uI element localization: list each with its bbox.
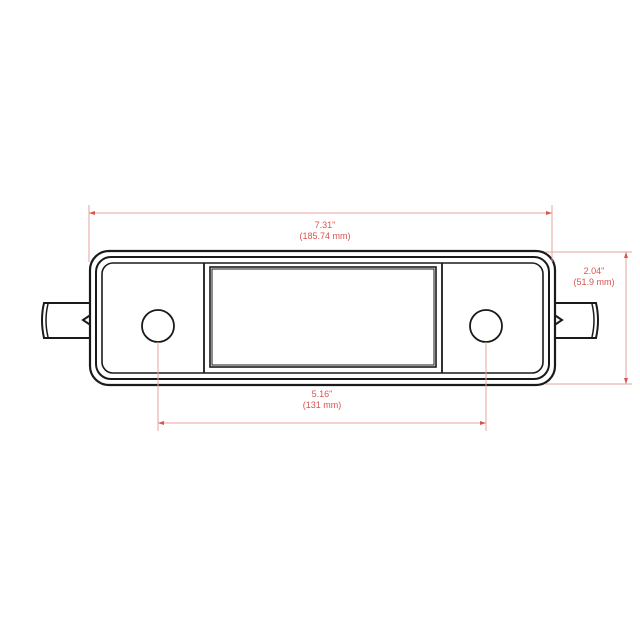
inner-bezel	[95, 256, 550, 380]
width-imperial: 7.31"	[314, 220, 336, 230]
display-window	[209, 266, 437, 368]
spacing-arrow-right	[480, 421, 486, 425]
spacing-arrow-left	[158, 421, 164, 425]
hole-spacing-label: 5.16" (131 mm)	[272, 389, 372, 411]
width-dimension-label: 7.31" (185.74 mm)	[275, 220, 375, 242]
height-arrow-top	[624, 252, 628, 258]
height-dimension-label: 2.04" (51.9 mm)	[564, 266, 624, 288]
display-window-inner	[211, 268, 435, 366]
right-mounting-hole	[469, 309, 503, 343]
width-metric: (185.74 mm)	[299, 231, 351, 241]
height-imperial: 2.04"	[583, 266, 605, 276]
spacing-imperial: 5.16"	[311, 389, 333, 399]
right-mounting-tab	[552, 302, 599, 339]
inner-panel	[101, 262, 544, 374]
spacing-metric: (131 mm)	[302, 400, 342, 410]
left-mounting-tab	[41, 302, 93, 339]
left-mounting-hole	[141, 309, 175, 343]
hole-spacing-dimension	[157, 342, 487, 431]
height-metric: (51.9 mm)	[573, 277, 615, 287]
height-arrow-bottom	[624, 378, 628, 384]
outer-housing	[88, 249, 557, 387]
height-dimension	[545, 251, 632, 385]
width-arrow-left	[89, 211, 95, 215]
width-arrow-right	[546, 211, 552, 215]
